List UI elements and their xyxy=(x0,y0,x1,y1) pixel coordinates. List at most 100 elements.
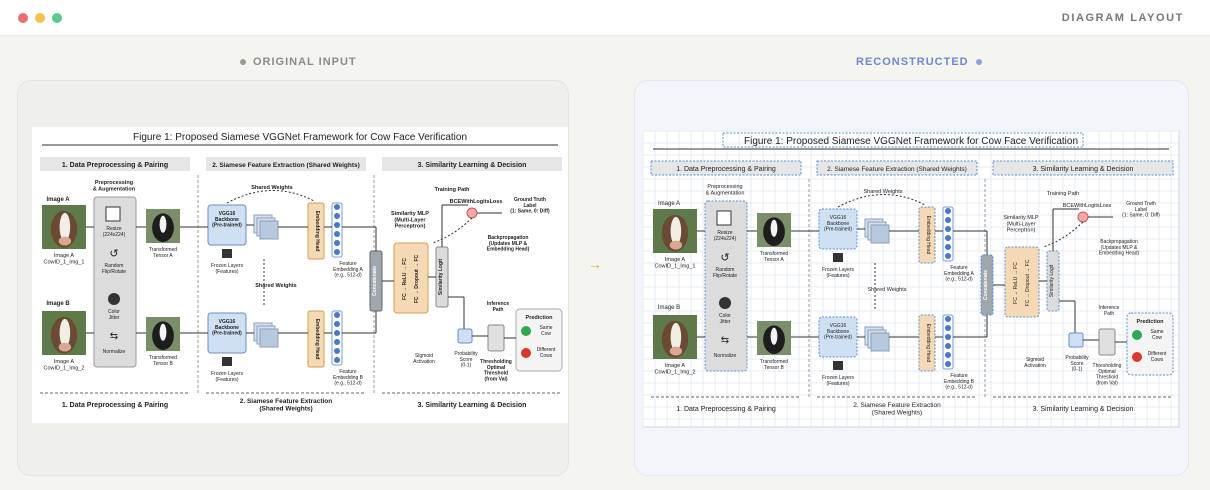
minimize-window-icon[interactable] xyxy=(35,13,45,23)
tensor-a-image xyxy=(146,209,180,243)
bottom-section-2: 2. Siamese Feature Extraction(Shared Wei… xyxy=(240,398,333,412)
training-path-label: Training Path xyxy=(435,187,470,193)
embedding-a-dot xyxy=(945,253,951,259)
embedding-head-a-label: Embedding Head xyxy=(925,216,931,255)
embedding-a-dot xyxy=(334,213,340,219)
frozen-a-label: Frozen Layers(Features) xyxy=(211,263,243,275)
cow-image-b xyxy=(42,311,86,355)
loss-node xyxy=(466,207,478,219)
logit-label: Similarity Logit xyxy=(438,259,444,295)
resize-icon xyxy=(105,206,121,222)
feature-map-b xyxy=(870,332,890,352)
check-icon xyxy=(1132,330,1142,340)
embedding-b-dot xyxy=(334,321,340,327)
embedding-vector-a xyxy=(331,202,343,258)
preprocess-box xyxy=(93,196,137,368)
embedding-vector-b xyxy=(331,310,343,366)
close-window-icon[interactable] xyxy=(18,13,28,23)
maximize-window-icon[interactable] xyxy=(52,13,62,23)
preprocess-resize: Resize(224x224) xyxy=(714,230,737,242)
shared-weights-top: Shared Weights xyxy=(863,189,902,195)
normalize-icon: ⇆ xyxy=(721,335,729,346)
mlp-box xyxy=(1004,246,1040,318)
frozen-b-label: Frozen Layers(Features) xyxy=(822,375,854,387)
palette-icon xyxy=(108,293,120,305)
embedding-a-dot xyxy=(334,222,340,228)
section-2-header xyxy=(206,157,366,171)
embedding-a-dot xyxy=(945,226,951,232)
section-1-header xyxy=(40,157,190,171)
embedding-b-dot xyxy=(334,348,340,354)
section-2-title: 2. Siamese Feature Extraction (Shared We… xyxy=(212,162,360,169)
section-3-header xyxy=(992,160,1174,176)
preprocess-title: Preprocessing& Augmentation xyxy=(706,184,745,196)
shared-weights-mid: Shared Weights xyxy=(255,283,296,289)
frozen-b-label: Frozen Layers(Features) xyxy=(211,371,243,383)
reconstructed-panel: Figure 1: Proposed Siamese VGGNet Framew… xyxy=(634,80,1189,476)
embedding-head-a xyxy=(307,202,325,260)
embedding-b-dot xyxy=(945,343,951,349)
concat-label: Concatenate xyxy=(372,266,378,296)
embedding-b-dot xyxy=(945,325,951,331)
feature-map-a xyxy=(259,220,279,240)
preprocess-title: Preprocessing& Augmentation xyxy=(93,180,136,192)
original-panel-label: ORIGINAL INPUT xyxy=(240,56,357,68)
reconstructed-label-text: RECONSTRUCTED xyxy=(856,56,969,68)
section-1-title: 1. Data Preprocessing & Pairing xyxy=(62,162,168,169)
prediction-title: Prediction xyxy=(1137,319,1165,325)
threshold-icon xyxy=(487,324,505,352)
sigmoid-icon xyxy=(1068,332,1084,348)
concat-label: Concatenate xyxy=(983,270,989,300)
reconstructed-diagram: Figure 1: Proposed Siamese VGGNet Framew… xyxy=(642,130,1180,428)
figure-title: Figure 1: Proposed Siamese VGGNet Framew… xyxy=(133,132,467,143)
embedding-b-dot xyxy=(945,352,951,358)
tensor-b-image xyxy=(146,317,180,351)
arrow-right-icon: → xyxy=(588,256,602,272)
tensor-b-image xyxy=(757,321,791,355)
image-a-label: Image A xyxy=(46,197,70,203)
bottom-section-1: 1. Data Preprocessing & Pairing xyxy=(62,402,168,409)
window-titlebar: DIAGRAM LAYOUT xyxy=(0,0,1210,36)
figure-title: Figure 1: Proposed Siamese VGGNet Framew… xyxy=(744,136,1078,147)
embedding-a-dot xyxy=(945,244,951,250)
embedding-b-dot xyxy=(945,334,951,340)
bottom-section-3: 3. Similarity Learning & Decision xyxy=(418,402,527,409)
shared-weights-arc xyxy=(837,194,926,208)
mlp-fc1: FC → ReLU → FC xyxy=(1013,262,1019,304)
embedding-b-dot xyxy=(334,312,340,318)
embedding-head-a-label: Embedding Head xyxy=(314,211,320,252)
embedding-head-b xyxy=(918,314,936,372)
lock-icon-b xyxy=(833,361,843,370)
mlp-fc2: FC → Dropout → FC xyxy=(414,254,420,303)
backprop-arrow xyxy=(431,217,473,244)
preprocess-normalize: Normalize xyxy=(714,353,737,359)
embedding-a-dot xyxy=(334,204,340,210)
section-3-title: 3. Similarity Learning & Decision xyxy=(1033,166,1134,173)
feature-map-b xyxy=(259,328,279,348)
embedding-a-dot xyxy=(334,240,340,246)
normalize-icon: ⇆ xyxy=(110,331,118,342)
section-2-title: 2. Siamese Feature Extraction (Shared We… xyxy=(827,166,967,173)
cow-image-a xyxy=(653,209,697,253)
window-title: DIAGRAM LAYOUT xyxy=(1061,12,1184,24)
cow-image-b xyxy=(653,315,697,359)
